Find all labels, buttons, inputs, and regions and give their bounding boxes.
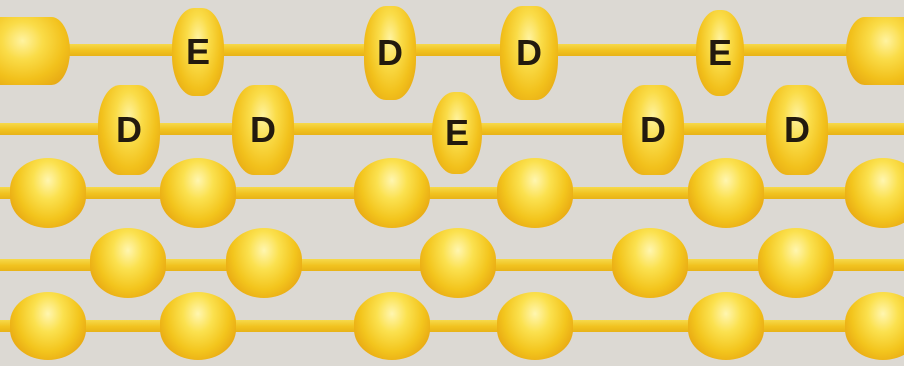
bead-row-3-5[interactable]	[688, 158, 764, 228]
bead-row-3-4[interactable]	[497, 158, 573, 228]
bead-letter: D	[250, 112, 276, 148]
bead-row-1-4[interactable]: D	[500, 6, 558, 100]
bead-row-5-4[interactable]	[497, 292, 573, 360]
rail-row-3	[0, 187, 904, 199]
bead-row-3-3[interactable]	[354, 158, 430, 228]
bead-letter: D	[784, 112, 810, 148]
bead-row-5-5[interactable]	[688, 292, 764, 360]
bead-row-4-5[interactable]	[758, 228, 834, 298]
bead-row-1-1[interactable]	[0, 17, 70, 85]
bead-letter: E	[708, 35, 732, 71]
bead-row-4-2[interactable]	[226, 228, 302, 298]
rail-row-5	[0, 320, 904, 332]
bead-letter: E	[445, 115, 469, 151]
bead-letter: D	[640, 112, 666, 148]
bead-row-4-4[interactable]	[612, 228, 688, 298]
bead-row-2-4[interactable]: D	[622, 85, 684, 175]
bead-row-4-1[interactable]	[90, 228, 166, 298]
bead-row-2-1[interactable]: D	[98, 85, 160, 175]
bead-row-5-1[interactable]	[10, 292, 86, 360]
bead-letter: D	[516, 35, 542, 71]
bead-row-4-3[interactable]	[420, 228, 496, 298]
bead-letter: E	[186, 34, 210, 70]
bead-row-5-6[interactable]	[845, 292, 904, 360]
bead-row-2-3[interactable]: E	[432, 92, 482, 174]
bead-row-1-2[interactable]: E	[172, 8, 224, 96]
bead-row-1-6[interactable]	[846, 17, 904, 85]
bead-row-5-3[interactable]	[354, 292, 430, 360]
bead-row-3-1[interactable]	[10, 158, 86, 228]
bead-row-1-5[interactable]: E	[696, 10, 744, 96]
bead-letter: D	[377, 35, 403, 71]
bead-row-5-2[interactable]	[160, 292, 236, 360]
bead-row-2-2[interactable]: D	[232, 85, 294, 175]
rail-row-1	[0, 44, 904, 56]
bead-row-2-5[interactable]: D	[766, 85, 828, 175]
bead-letter: D	[116, 112, 142, 148]
bead-row-3-6[interactable]	[845, 158, 904, 228]
bead-row-3-2[interactable]	[160, 158, 236, 228]
bead-row-1-3[interactable]: D	[364, 6, 416, 100]
